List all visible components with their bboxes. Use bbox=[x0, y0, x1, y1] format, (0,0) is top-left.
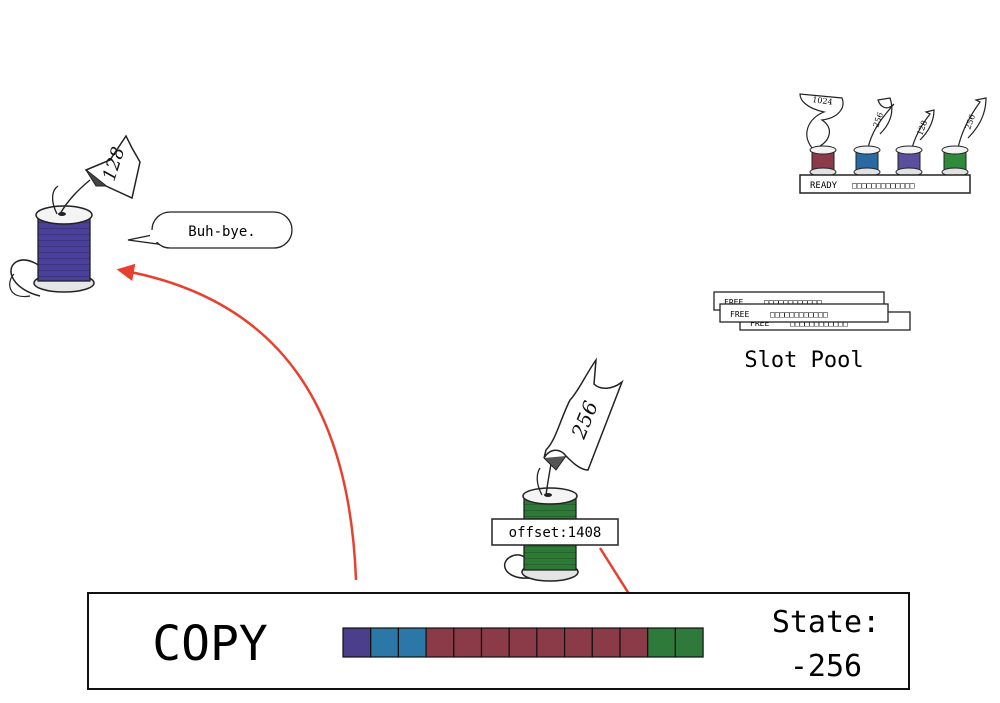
buffer-cell bbox=[453, 627, 483, 658]
svg-text:□□□□□□□□□□□□: □□□□□□□□□□□□ bbox=[764, 298, 822, 307]
buffer-cell bbox=[674, 627, 704, 658]
speech-bubble: Buh-bye. bbox=[127, 211, 293, 249]
buffer-cell bbox=[619, 627, 649, 658]
svg-text:FREE: FREE bbox=[724, 298, 743, 307]
offset-tag: offset:1408 bbox=[491, 518, 619, 546]
svg-text:FREE: FREE bbox=[750, 319, 769, 328]
ready-spool-128: 128 bbox=[895, 109, 935, 177]
ready-spool-1024-label: 1024 bbox=[812, 95, 833, 107]
slot-pool-title: Slot Pool bbox=[744, 348, 863, 373]
buffer-cell bbox=[397, 627, 427, 658]
eject-arrow bbox=[116, 263, 358, 581]
state-label: State: bbox=[772, 605, 880, 640]
state-value: -256 bbox=[790, 649, 862, 684]
offset-text: offset:1408 bbox=[509, 525, 602, 541]
buffer-cell bbox=[536, 627, 566, 658]
active-spool: 256 bbox=[503, 357, 624, 582]
svg-text:FREE: FREE bbox=[730, 310, 749, 319]
buffer-cell bbox=[425, 627, 455, 658]
ready-slots: □□□□□□□□□□□□□ bbox=[852, 181, 915, 190]
ready-label: READY bbox=[810, 181, 838, 191]
slot-pool: FREE □□□□□□□□□□□□ FREE □□□□□□□□□□□□ FREE… bbox=[713, 291, 911, 373]
buffer-cell bbox=[370, 627, 400, 658]
buffer-cell bbox=[647, 627, 677, 658]
buffer-cell bbox=[563, 627, 593, 658]
buffer-strip bbox=[342, 627, 704, 658]
ready-spool-256-blue: 256 bbox=[853, 97, 895, 177]
buffer-cell bbox=[591, 627, 621, 658]
ready-queue: 1024 256 128 256 bbox=[799, 93, 987, 194]
ready-bar bbox=[799, 174, 971, 194]
svg-text:□□□□□□□□□□□□: □□□□□□□□□□□□ bbox=[790, 319, 848, 328]
slot-pool-card-2: FREE □□□□□□□□□□□□ bbox=[719, 303, 889, 323]
svg-text:□□□□□□□□□□□□: □□□□□□□□□□□□ bbox=[770, 310, 828, 319]
buffer-cell bbox=[480, 627, 510, 658]
buffer-cell bbox=[342, 627, 372, 658]
copy-mode-label: COPY bbox=[152, 616, 268, 672]
ready-spool-1024: 1024 bbox=[799, 93, 844, 177]
copy-box: COPY State: -256 bbox=[87, 592, 910, 690]
bubble-text: Buh-bye. bbox=[188, 224, 255, 240]
flying-spool: 128 bbox=[9, 134, 141, 298]
ready-spool-256-green: 256 bbox=[941, 97, 987, 177]
buffer-cell bbox=[508, 627, 538, 658]
